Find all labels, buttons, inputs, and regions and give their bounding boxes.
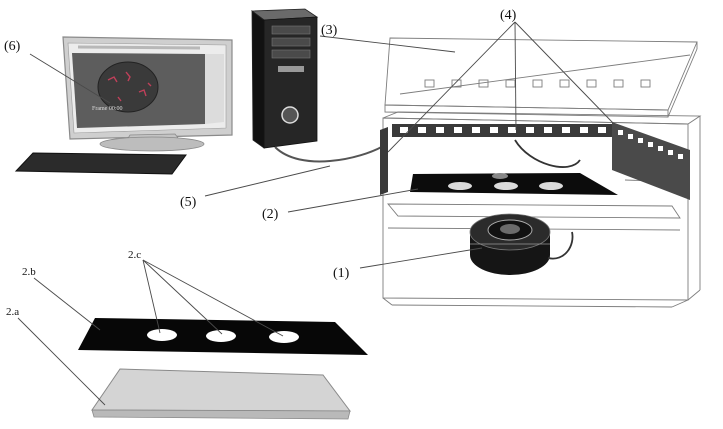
label-5: (5) [180,195,197,210]
enclosure-box [382,37,702,308]
leader-2c-b [142,259,223,335]
led-strips [380,122,690,200]
screen-menubar [77,45,201,50]
label-2b: 2.b [22,266,36,278]
label-6: (6) [4,39,21,54]
plate-2a-glass-edge [91,409,351,420]
plate-well-1 [448,182,472,190]
drive-bay-2 [271,37,311,47]
monitor-stand-base [99,136,205,152]
leader-4a [387,21,516,153]
leader-4c [514,21,615,125]
label-3: (3) [321,23,338,38]
box-bottom-line [391,304,673,308]
usb-cable [274,144,386,163]
leader-4b [514,21,517,131]
label-1: (1) [333,266,350,281]
label-2c: 2.c [128,249,141,261]
drive-bay-3 [271,49,311,59]
inner-cable-top [514,139,581,168]
tower-side [251,10,265,149]
petri-dish-image [97,61,159,113]
led-strip-back-leds [400,127,606,133]
leader-6 [29,53,111,104]
label-4: (4) [500,8,517,23]
leader-2c-c [142,259,284,337]
leader-5 [204,165,331,197]
plate-2b-hole-2 [206,330,236,342]
leader-2a [17,317,106,406]
glass-shelf [387,203,681,219]
monitor-side-panel [205,54,224,124]
keyboard [14,152,187,175]
front-panel-ports [278,66,304,72]
plate-2b-hole-3 [269,331,299,343]
computer-monitor: Frame 00:00 [62,36,233,152]
leader-2c-a [142,259,161,334]
lid-side [667,48,698,118]
plate-2b-hole-1 [147,329,177,341]
pc-tower [250,8,319,149]
led-strip-side-leds [618,130,683,159]
plate-reflection [492,173,508,179]
tower-front [263,16,318,149]
leader-1 [359,247,483,269]
exploded-plate-view [78,318,368,420]
tracked-larvae-marks [107,71,152,102]
leader-lines [17,21,615,406]
box-bottom-corner [671,299,689,308]
leader-2b [33,277,101,331]
leader-3 [319,35,456,53]
led-strip-back [392,124,612,137]
box-body-top [382,111,702,125]
box-bottom-front [382,297,393,306]
led-strip-side [612,122,690,200]
camera-cable [547,231,574,260]
label-2: (2) [262,207,279,222]
lid-led-array [399,54,691,95]
plate-2a-glass [91,368,352,412]
power-button [281,106,299,124]
label-2a: 2.a [6,306,19,318]
drive-bay-1 [271,25,311,35]
plate-well-2 [494,182,518,190]
leader-2 [287,188,419,213]
plate-well-3 [539,182,563,190]
led-strip-left [380,127,388,195]
box-bottom-edge [687,289,701,301]
screen-caption: Frame 00:00 [92,106,123,112]
camera-lens [500,224,520,234]
sample-plate [410,173,618,195]
camera [469,213,551,275]
